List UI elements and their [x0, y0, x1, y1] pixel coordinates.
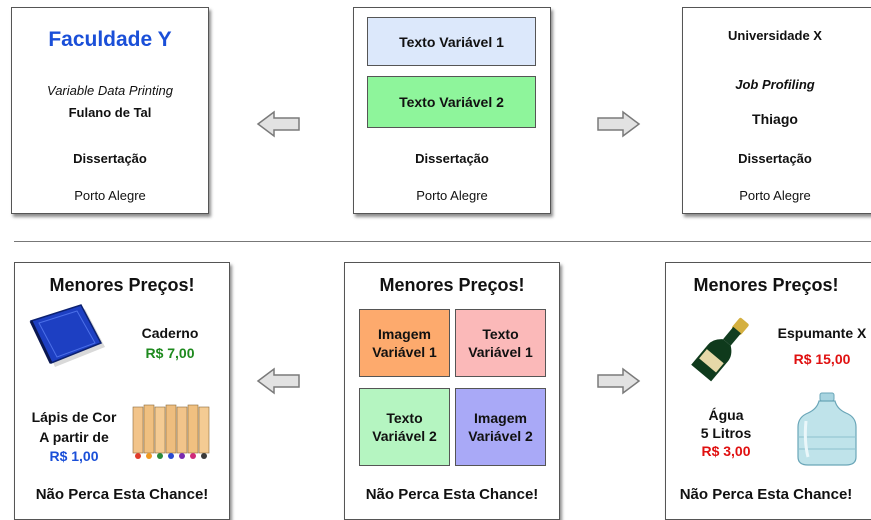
- champagne-bottle-icon: [691, 317, 749, 382]
- variable-image-1-label: Imagem Variável 1: [372, 326, 437, 360]
- flyer-footer: Não Perca Esta Chance!: [35, 486, 209, 503]
- flyer-headline: Menores Preços!: [379, 275, 525, 295]
- item1-name: Espumante X: [777, 325, 867, 341]
- section-divider: [14, 241, 871, 242]
- institution-title: Universidade X: [728, 28, 822, 43]
- variable-image-2-label: Imagem Variável 2: [468, 410, 533, 444]
- document-type: Dissertação: [73, 151, 147, 166]
- institution-title: Faculdade Y: [48, 28, 172, 51]
- item2-line2: A partir de: [39, 429, 109, 445]
- item2-line1: Água: [708, 407, 744, 423]
- item2-line1: Lápis de Cor: [31, 409, 117, 425]
- variable-text-1-label: Texto Variável 1: [468, 326, 533, 360]
- variable-text-box-2: Texto Variável 2: [359, 388, 450, 466]
- variable-image-box-2: Imagem Variável 2: [455, 388, 546, 466]
- document-template-card: Texto Variável 1 Texto Variável 2 Disser…: [353, 7, 551, 214]
- document-subtitle: Job Profiling: [735, 77, 815, 92]
- item2-price: R$ 3,00: [701, 443, 751, 459]
- colored-pencils-icon: [132, 404, 210, 459]
- notebook-icon: [29, 304, 105, 367]
- variable-text-2-label: Texto Variável 2: [399, 94, 504, 110]
- flyer-footer: Não Perca Esta Chance!: [679, 486, 853, 503]
- item1-price: R$ 7,00: [145, 345, 195, 361]
- arrow-right-icon: [597, 110, 641, 138]
- item2-line2: 5 Litros: [700, 425, 752, 441]
- document-card-universidade: Universidade X Job Profiling Thiago Diss…: [682, 7, 871, 214]
- item1-name: Caderno: [141, 325, 199, 341]
- document-type: Dissertação: [738, 151, 812, 166]
- document-city: Porto Alegre: [416, 188, 488, 203]
- variable-text-box-1: Texto Variável 1: [455, 309, 546, 377]
- document-city: Porto Alegre: [739, 188, 811, 203]
- arrow-left-icon: [256, 110, 300, 138]
- document-type: Dissertação: [415, 151, 489, 166]
- variable-text-box-1: Texto Variável 1: [367, 17, 536, 66]
- flyer-card-school-supplies: Menores Preços! Caderno R$ 7,00 Lápis de…: [14, 262, 230, 520]
- author-name: Fulano de Tal: [68, 105, 152, 120]
- flyer-template-card: Menores Preços! Imagem Variável 1 Texto …: [344, 262, 560, 520]
- document-city: Porto Alegre: [74, 188, 146, 203]
- flyer-headline: Menores Preços!: [693, 275, 839, 295]
- arrow-left-icon: [256, 367, 300, 395]
- variable-image-box-1: Imagem Variável 1: [359, 309, 450, 377]
- water-jug-icon: [797, 392, 857, 466]
- author-name: Thiago: [752, 111, 798, 127]
- variable-text-1-label: Texto Variável 1: [399, 33, 504, 50]
- document-card-faculdade: Faculdade Y Variable Data Printing Fulan…: [11, 7, 209, 214]
- document-subtitle: Variable Data Printing: [47, 83, 173, 98]
- variable-text-2-label: Texto Variável 2: [372, 410, 437, 444]
- variable-text-box-2: Texto Variável 2: [367, 76, 536, 128]
- flyer-card-beverages: Menores Preços! Espumante X R$ 15,00 Águ…: [665, 262, 871, 520]
- item1-price: R$ 15,00: [793, 351, 851, 367]
- flyer-footer: Não Perca Esta Chance!: [365, 486, 539, 503]
- arrow-right-icon: [597, 367, 641, 395]
- flyer-headline: Menores Preços!: [49, 275, 195, 295]
- item2-price: R$ 1,00: [49, 448, 99, 464]
